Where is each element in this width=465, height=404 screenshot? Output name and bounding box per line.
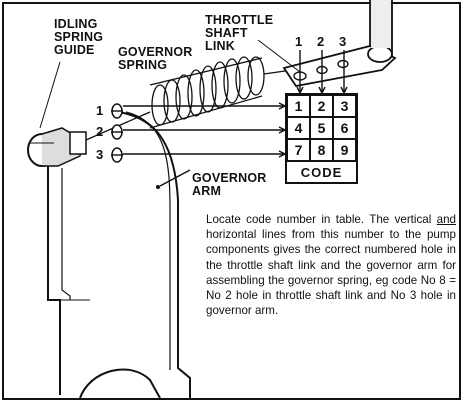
code-table: 1 2 3 4 5 6 7 8 9 CODE <box>285 93 358 184</box>
throttle-shaft-link-label: THROTTLE SHAFT LINK <box>205 14 273 53</box>
figure-frame <box>2 2 461 400</box>
code-row: 4 5 6 <box>287 117 356 139</box>
note-text-part1: Locate code number in table. The vertica… <box>206 213 437 226</box>
code-cell: 2 <box>310 95 333 117</box>
code-row: 7 8 9 <box>287 139 356 161</box>
instruction-note: Locate code number in table. The vertica… <box>206 212 456 318</box>
idling-spring-guide-part <box>27 61 87 167</box>
governor-arm-plate <box>117 111 191 398</box>
label-line: SHAFT <box>205 26 248 40</box>
label-line: SPRING <box>118 58 168 72</box>
label-line: IDLING <box>54 17 98 31</box>
code-cell: 9 <box>333 139 356 161</box>
arm-hole-number: 1 <box>96 103 104 118</box>
code-cell: 1 <box>287 95 310 117</box>
label-line: LINK <box>205 39 235 53</box>
throttle-shaft-link-part <box>257 0 397 87</box>
label-line: GOVERNOR <box>192 171 267 185</box>
code-cell: 4 <box>287 117 310 139</box>
arm-holes <box>111 103 123 163</box>
link-hole-number: 2 <box>317 34 325 49</box>
label-line: SPRING <box>54 30 104 44</box>
code-cell: 3 <box>333 95 356 117</box>
label-line: THROTTLE <box>205 13 274 27</box>
code-cell: 7 <box>287 139 310 161</box>
label-line: ARM <box>192 184 222 198</box>
code-cell: 8 <box>310 139 333 161</box>
link-hole-number: 1 <box>295 34 303 49</box>
arm-hole-number: 2 <box>96 124 104 139</box>
governor-arm-label: GOVERNOR ARM <box>192 172 267 198</box>
arm-hole-number: 3 <box>96 147 104 162</box>
label-line: GUIDE <box>54 43 95 57</box>
note-text-part2: horizontal lines from this number to the… <box>206 228 456 318</box>
idling-spring-guide-label: IDLING SPRING GUIDE <box>54 18 103 57</box>
code-cell: 5 <box>310 117 333 139</box>
governor-spring-label: GOVERNOR SPRING <box>118 46 193 72</box>
link-hole-number: 3 <box>339 34 347 49</box>
note-emphasis-and: and <box>436 213 456 226</box>
pump-body-outline <box>47 150 61 395</box>
code-caption: CODE <box>287 161 356 182</box>
bottom-housing <box>79 368 161 399</box>
code-cell: 6 <box>333 117 356 139</box>
governor-spring-coil <box>85 56 293 141</box>
label-line: GOVERNOR <box>118 45 193 59</box>
code-row: 1 2 3 <box>287 95 356 117</box>
